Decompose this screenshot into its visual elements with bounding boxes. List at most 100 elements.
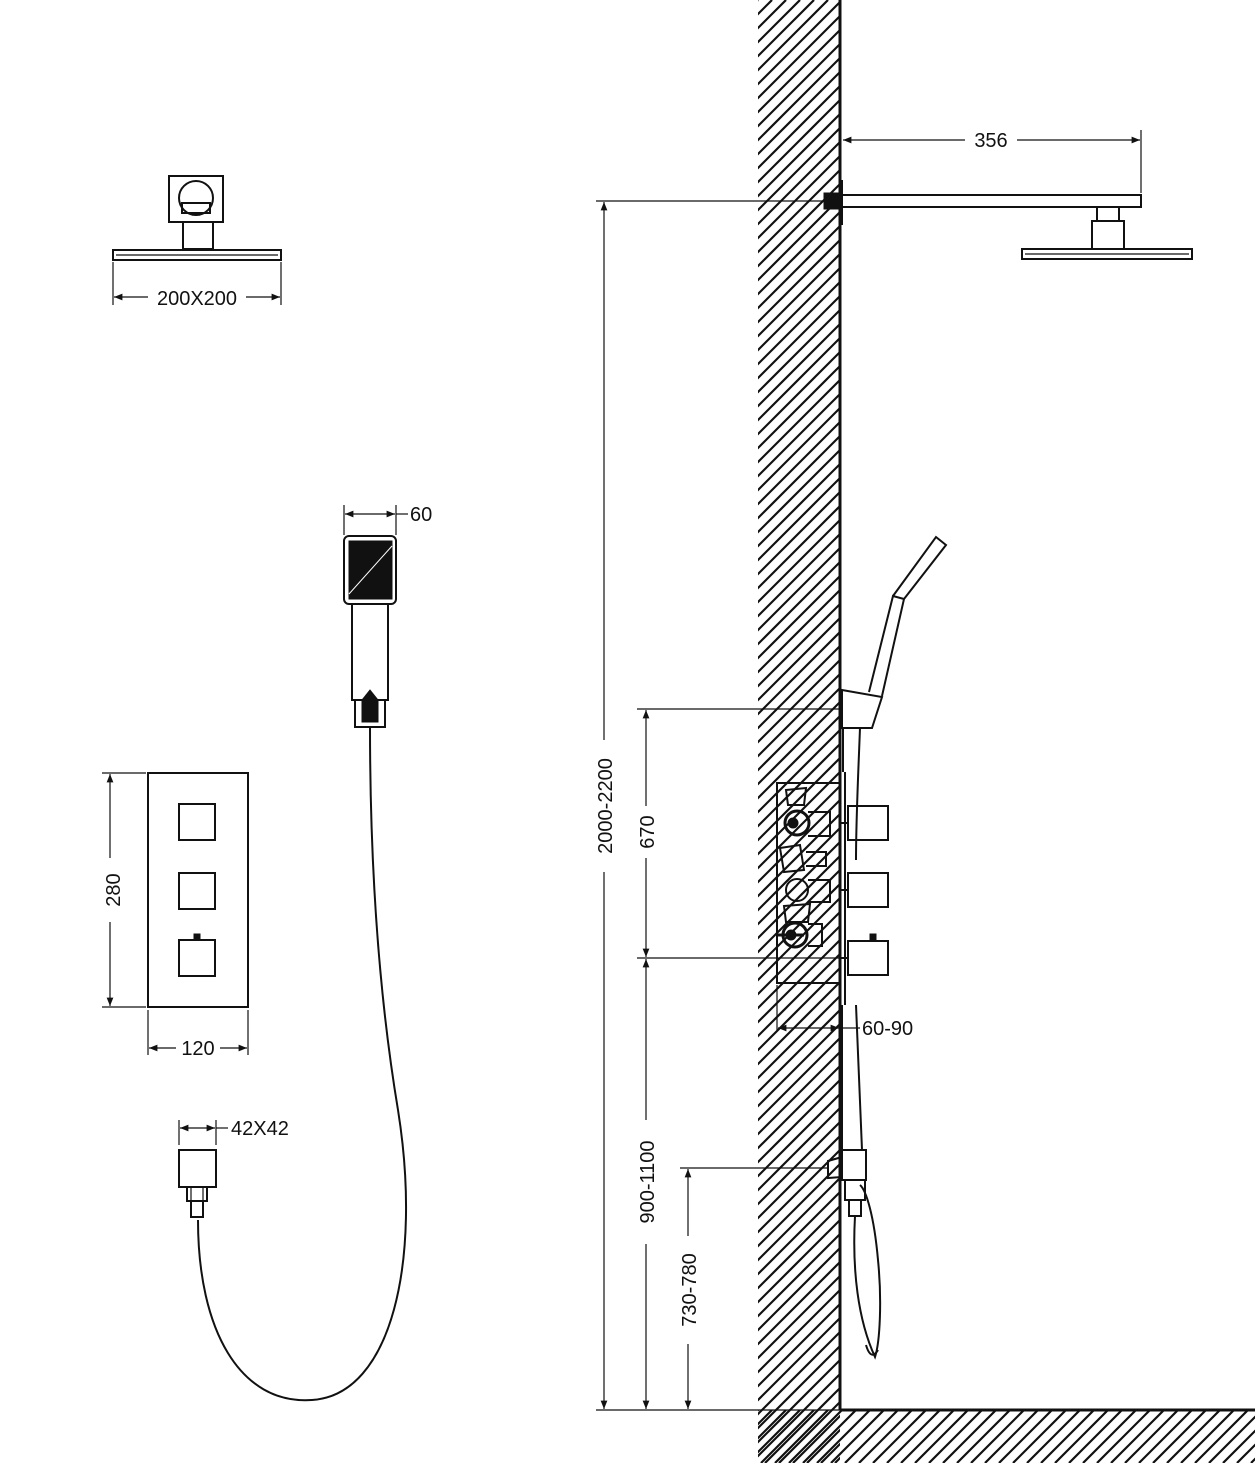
hatch-line <box>1087 0 1255 1463</box>
hatch-line <box>1166 1410 1221 1463</box>
hatch-line <box>758 630 840 716</box>
hatch-line <box>758 1064 840 1150</box>
hatch-line <box>758 1106 840 1192</box>
hatch-line <box>1054 1410 1109 1463</box>
hatch-line <box>1096 1410 1151 1463</box>
hatch-line <box>758 672 840 758</box>
height-dimension-valve: 900-1100 <box>637 959 659 1409</box>
hatch-line <box>758 0 787 30</box>
hatch-line <box>758 1410 787 1440</box>
hatch-line <box>758 266 840 352</box>
hatch-line <box>758 798 840 884</box>
hatch-line <box>758 1022 840 1108</box>
hatch-line <box>830 1410 885 1463</box>
hatch-line <box>758 952 840 1038</box>
valve-plate-height-label: 280 <box>103 873 125 906</box>
hatch-line <box>1222 1429 1255 1463</box>
hatch-line <box>758 980 840 1066</box>
hatch-line <box>961 0 1255 1463</box>
side-hose-outlet <box>827 1004 882 1360</box>
hatch-line <box>816 1410 871 1463</box>
hatch-line <box>758 658 840 744</box>
hatch-line <box>1138 1410 1193 1463</box>
valve-plate-width-label: 120 <box>181 1038 214 1060</box>
hatch-line <box>758 714 840 800</box>
hatch-line <box>758 294 840 380</box>
hatch-line <box>1068 1410 1123 1463</box>
height-dimension-holder: 670 <box>637 708 842 959</box>
hatch-line <box>758 812 840 898</box>
head-height-label: 2000-2200 <box>595 758 617 854</box>
hatch-line <box>863 0 1255 1463</box>
hatch-line <box>1143 0 1255 1463</box>
hatch-line <box>1208 1415 1255 1463</box>
hatch-line <box>1026 1410 1081 1463</box>
hatch-line <box>1213 0 1255 1463</box>
hatch-line <box>1124 1410 1179 1463</box>
hatch-line <box>758 840 840 926</box>
hatch-line <box>758 350 840 436</box>
hatch-line <box>844 1410 899 1463</box>
hatch-line <box>758 994 840 1080</box>
hatch-line <box>1101 0 1255 1463</box>
hatch-line <box>970 1410 1025 1463</box>
wall-outlet-view: 42X42 <box>178 1118 289 1218</box>
hatch-line <box>820 1442 840 1463</box>
side-shower-arm: 356 <box>823 130 1193 260</box>
hatch-line <box>849 0 1255 1463</box>
hatch-line <box>1171 0 1255 1463</box>
hatch-line <box>758 1078 840 1164</box>
hatch-line <box>1152 1410 1207 1463</box>
hatch-line <box>758 1358 840 1444</box>
hatch-line <box>886 1410 941 1463</box>
hatch-line <box>956 1410 1011 1463</box>
hatch-line <box>758 1148 840 1234</box>
hatch-line <box>1236 1443 1255 1463</box>
hatch-line <box>758 1410 773 1426</box>
hatch-line <box>1227 0 1255 1463</box>
hatch-line <box>758 1372 840 1458</box>
floor-section <box>758 1408 1255 1463</box>
hatch-line <box>758 868 840 954</box>
hatch-line <box>1199 0 1255 1463</box>
hatch-line <box>1045 0 1255 1463</box>
hatch-line <box>758 196 840 282</box>
hatch-line <box>1012 1410 1067 1463</box>
hatch-line <box>1017 0 1255 1463</box>
hatch-line <box>758 308 840 394</box>
hatch-line <box>758 392 840 478</box>
valve-depth-label: 60-90 <box>862 1018 913 1040</box>
hatch-line <box>942 1410 997 1463</box>
height-dimension-outlet: 730-780 <box>679 1167 828 1409</box>
shower-head-view: 200X200 <box>112 175 282 310</box>
hatch-line <box>1082 1410 1137 1463</box>
valve-plate-view: 280 120 <box>102 772 249 1060</box>
hatch-line <box>758 1190 840 1276</box>
hatch-line <box>933 0 1255 1463</box>
hatch-line <box>877 0 1255 1463</box>
hatch-line <box>758 336 840 422</box>
hatch-line <box>792 1414 840 1463</box>
hatch-line <box>758 0 829 72</box>
hatch-line <box>1180 1410 1235 1463</box>
hatch-line <box>1110 1410 1165 1463</box>
hatch-line <box>758 364 840 450</box>
height-dimension-head: 2000-2200 <box>595 200 840 1411</box>
hatch-line <box>758 1134 840 1220</box>
hatch-line <box>758 1162 840 1248</box>
hatch-line <box>758 0 840 86</box>
hatch-line <box>758 224 840 310</box>
hatch-line <box>778 1400 840 1463</box>
hatch-line <box>758 1288 840 1374</box>
